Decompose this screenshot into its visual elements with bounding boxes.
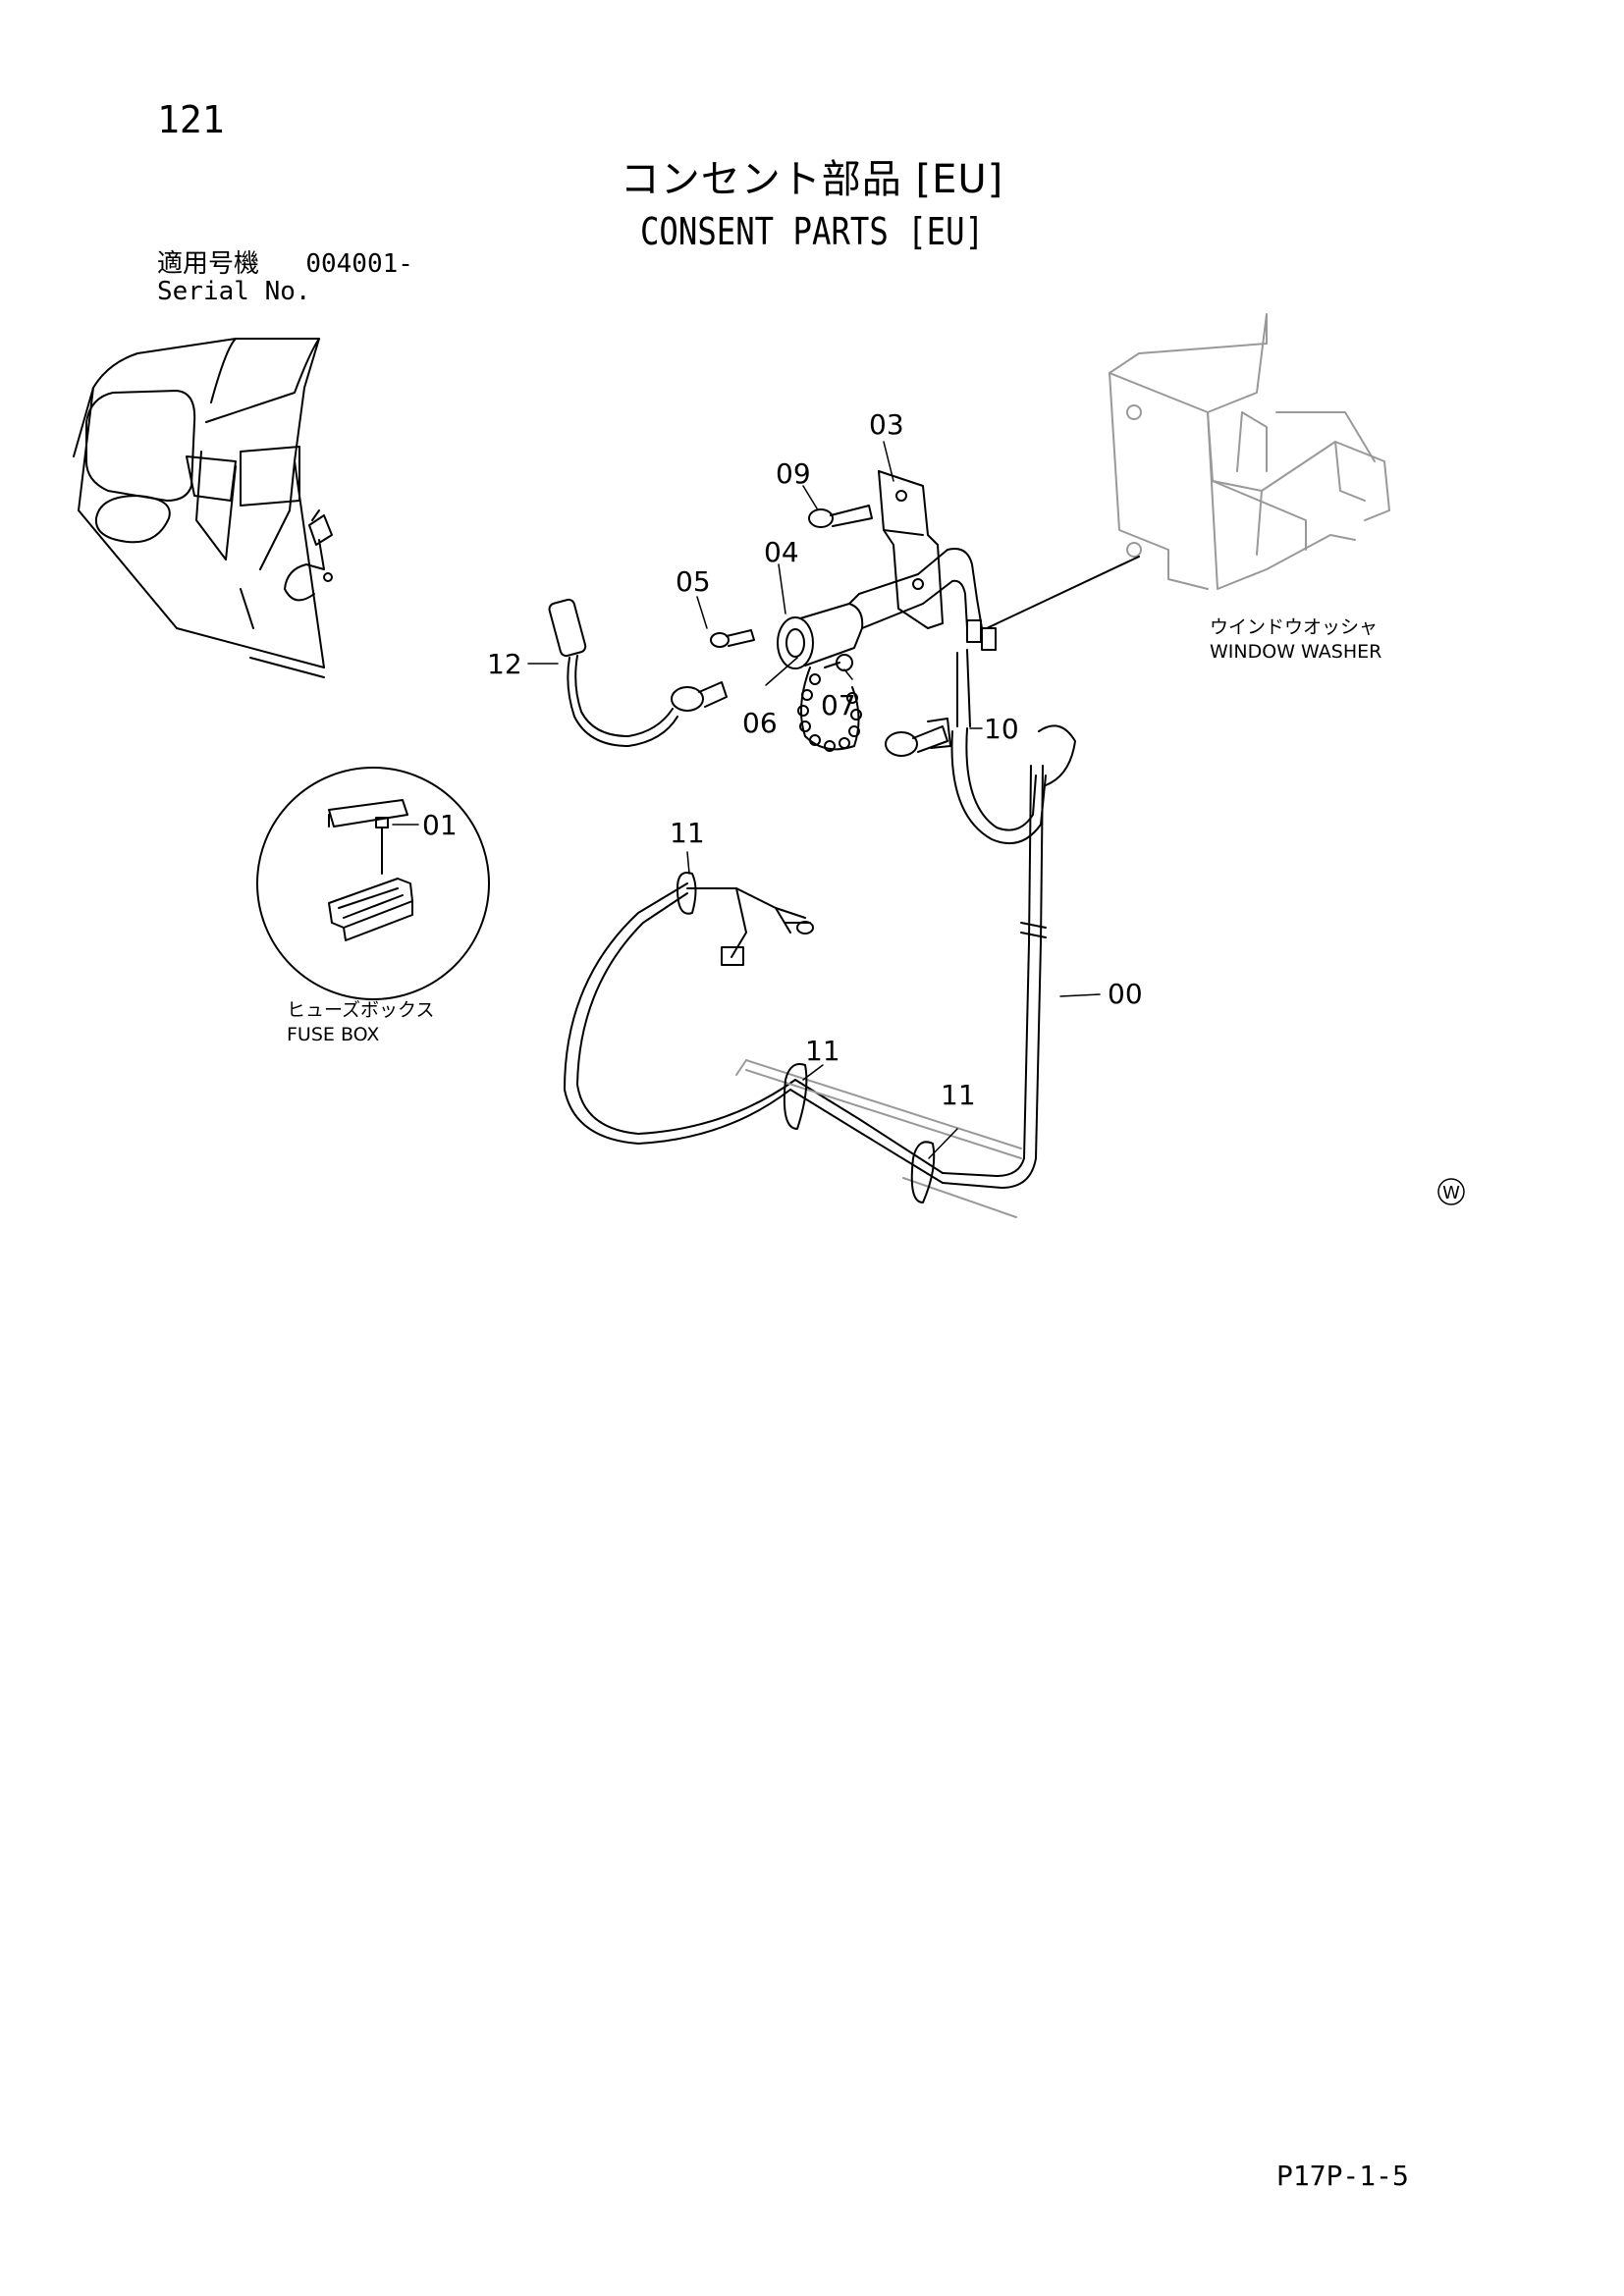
title-jp: コンセント部品 [EU] bbox=[620, 157, 1004, 202]
title-block: コンセント部品 [EU] CONSENT PARTS [EU] bbox=[0, 147, 1624, 253]
clamp-11-c bbox=[910, 1141, 936, 1203]
serial-label-en: Serial No. bbox=[157, 277, 311, 306]
leader-window-washer bbox=[986, 556, 1140, 629]
callout-06: 06 bbox=[742, 707, 778, 739]
callout-01: 01 bbox=[422, 809, 458, 841]
callout-10: 10 bbox=[984, 713, 1019, 745]
serial-label-jp: 適用号機 bbox=[157, 249, 260, 279]
screw-10 bbox=[885, 718, 951, 757]
callout-03: 03 bbox=[869, 408, 904, 441]
cab-overview bbox=[73, 338, 333, 678]
callouts: 03 09 04 05 12 06 07 10 01 11 11 11 00 bbox=[422, 408, 1143, 1111]
fuse-box-label-jp: ヒューズボックス bbox=[287, 999, 434, 1021]
svg-text:W: W bbox=[1442, 1183, 1460, 1203]
fuse-box-label-en: FUSE BOX bbox=[287, 1024, 379, 1045]
consent-socket bbox=[777, 548, 997, 669]
screw-09 bbox=[808, 505, 873, 528]
callout-05: 05 bbox=[676, 565, 711, 598]
callout-11-b: 11 bbox=[805, 1035, 840, 1067]
callout-04: 04 bbox=[764, 536, 799, 568]
callout-11-a: 11 bbox=[670, 817, 705, 849]
screw-05 bbox=[710, 629, 755, 648]
consent-bracket bbox=[878, 470, 944, 629]
callout-11-c: 11 bbox=[941, 1079, 976, 1111]
window-washer-bracket bbox=[1109, 313, 1390, 590]
callout-12: 12 bbox=[487, 648, 522, 680]
title-en: CONSENT PARTS [EU] bbox=[639, 210, 985, 253]
cable-12 bbox=[548, 598, 728, 747]
serial-info: 適用号機 004001- Serial No. bbox=[157, 250, 413, 305]
window-washer-label-jp: ウインドウオッシャ bbox=[1210, 616, 1378, 638]
fuse-box-inset bbox=[256, 767, 490, 1000]
clamp-11-b bbox=[783, 1063, 808, 1130]
callout-00: 00 bbox=[1108, 978, 1143, 1010]
watermark-w-mark: W bbox=[1437, 1178, 1465, 1205]
callout-07: 07 bbox=[821, 689, 856, 721]
window-washer-label-en: WINDOW WASHER bbox=[1210, 641, 1381, 663]
footer-code: P17P-1-5 bbox=[1276, 2160, 1409, 2192]
callout-09: 09 bbox=[776, 457, 811, 490]
leader-lines bbox=[392, 441, 1101, 1159]
page-number: 121 bbox=[157, 98, 225, 141]
clamp-11-a bbox=[677, 872, 697, 915]
serial-value: 004001- bbox=[305, 249, 413, 279]
